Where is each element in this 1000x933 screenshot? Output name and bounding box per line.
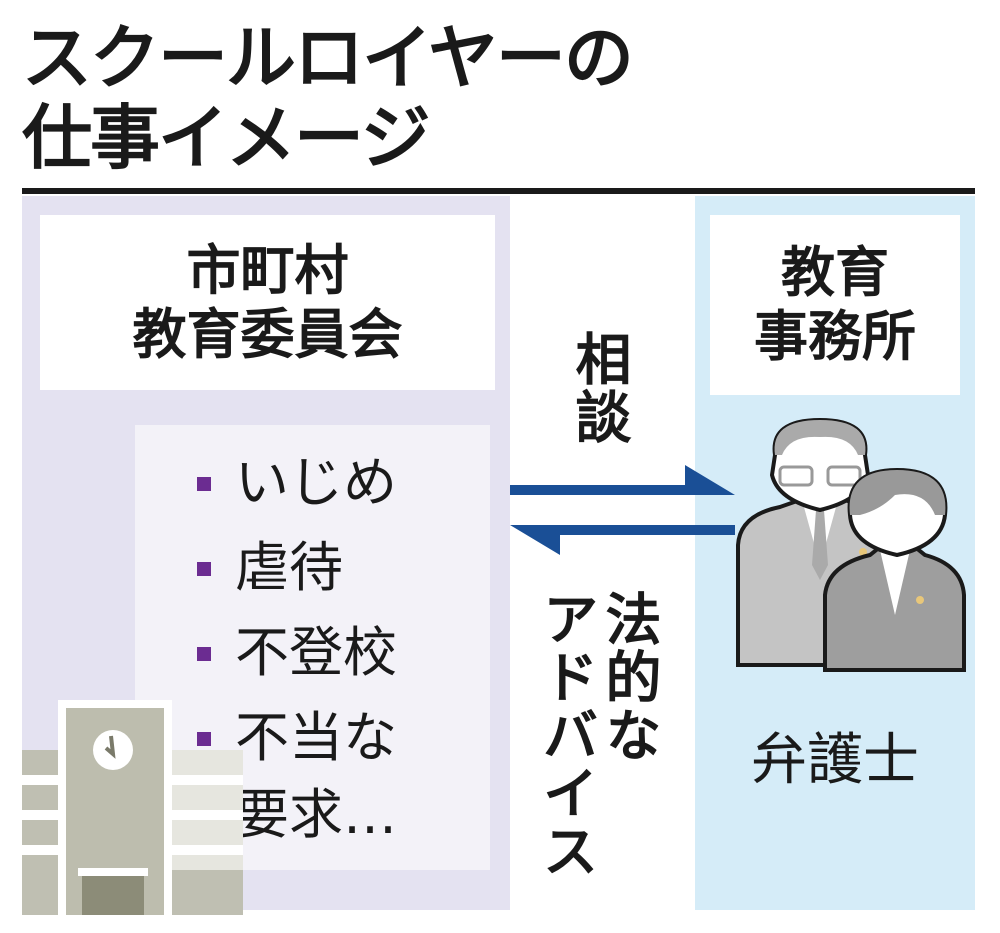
lawyers-icon [736, 417, 966, 672]
title-line2: 仕事イメージ [22, 97, 431, 179]
list-item: 虐待 [235, 536, 343, 599]
title-divider [22, 188, 975, 194]
arrows [510, 465, 735, 555]
list-item: 要求… [235, 783, 397, 846]
lawyer-label: 弁護士 [751, 728, 919, 793]
female-lawyer-icon [823, 467, 966, 672]
list-item: 不登校 [235, 621, 397, 684]
office-heading-line1: 教育 [781, 241, 889, 304]
title-line1: スクールロイヤーの [22, 17, 634, 99]
board-heading-line1: 市町村 [186, 238, 349, 302]
door-icon [82, 876, 144, 915]
bullet-icon [197, 647, 211, 661]
advice-label-line1: 法的な [596, 590, 661, 764]
office-heading-line2: 事務所 [754, 305, 916, 368]
advice-label-line2: アドバイス [533, 590, 598, 880]
advice-arrow-icon [510, 525, 735, 555]
issue-list: いじめ 虐待 不登校 不当な 要求… [135, 425, 490, 870]
list-item: いじめ [235, 451, 397, 514]
consult-label: 相談 [566, 330, 631, 446]
bullet-icon [197, 562, 211, 576]
bullet-icon [197, 477, 211, 491]
school-building-icon [22, 700, 243, 915]
board-heading: 市町村 教育委員会 [40, 215, 495, 390]
list-item: 不当な [235, 706, 397, 769]
office-heading: 教育 事務所 [710, 215, 960, 395]
consult-arrow-icon [510, 465, 735, 495]
board-heading-line2: 教育委員会 [132, 302, 403, 366]
bullet-icon [197, 732, 211, 746]
